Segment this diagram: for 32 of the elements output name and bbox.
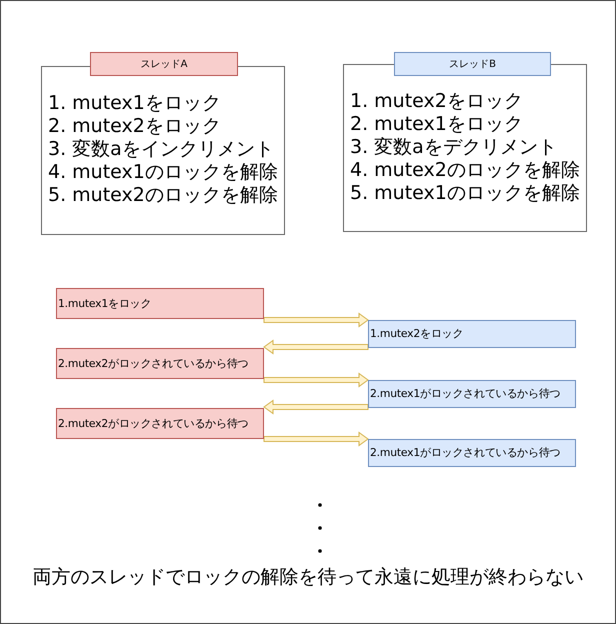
step-box	[368, 320, 576, 348]
thread-label	[90, 52, 238, 76]
step-box	[56, 408, 264, 439]
list-item: 1. mutex1をロック	[48, 92, 221, 115]
box-text: スレッドA	[140, 58, 188, 71]
list-item: 5. mutex2のロックを解除	[48, 184, 278, 207]
step-box	[368, 380, 576, 408]
box-text: スレッドB	[449, 58, 496, 71]
list-item: 5. mutex1のロックを解除	[350, 182, 580, 205]
arrow	[264, 432, 369, 446]
thread-label	[394, 52, 551, 76]
arrow	[263, 340, 368, 354]
arrow	[264, 312, 369, 328]
list-item: 4. mutex1のロックを解除	[48, 161, 278, 184]
box-text: 2.mutex2がロックされているから待つ	[58, 356, 250, 370]
box-text: 1.mutex1をロック	[58, 296, 152, 310]
step-box	[56, 288, 264, 319]
box-text: 2.mutex1がロックされているから待つ	[370, 446, 562, 460]
box-text: 2.mutex1がロックされているから待つ	[370, 387, 562, 401]
list-item: 2. mutex2をロック	[48, 115, 221, 138]
list-item: 3. 変数aをインクリメント	[48, 138, 274, 161]
list-item: 3. 変数aをデクリメント	[350, 136, 557, 159]
box-text: 2.mutex2がロックされているから待つ	[58, 416, 250, 430]
box-text: 1.mutex2をロック	[370, 327, 464, 341]
arrow	[263, 400, 368, 414]
step-box	[56, 348, 264, 379]
step-box	[368, 439, 576, 467]
conclusion-text: 両方のスレッドでロックの解除を待って永遠に処理が終わらない	[32, 566, 584, 588]
list-item: 2. mutex1をロック	[350, 113, 523, 136]
list-item: 1. mutex2をロック	[350, 90, 523, 113]
arrow	[264, 372, 369, 388]
list-item: 4. mutex2のロックを解除	[350, 159, 580, 182]
